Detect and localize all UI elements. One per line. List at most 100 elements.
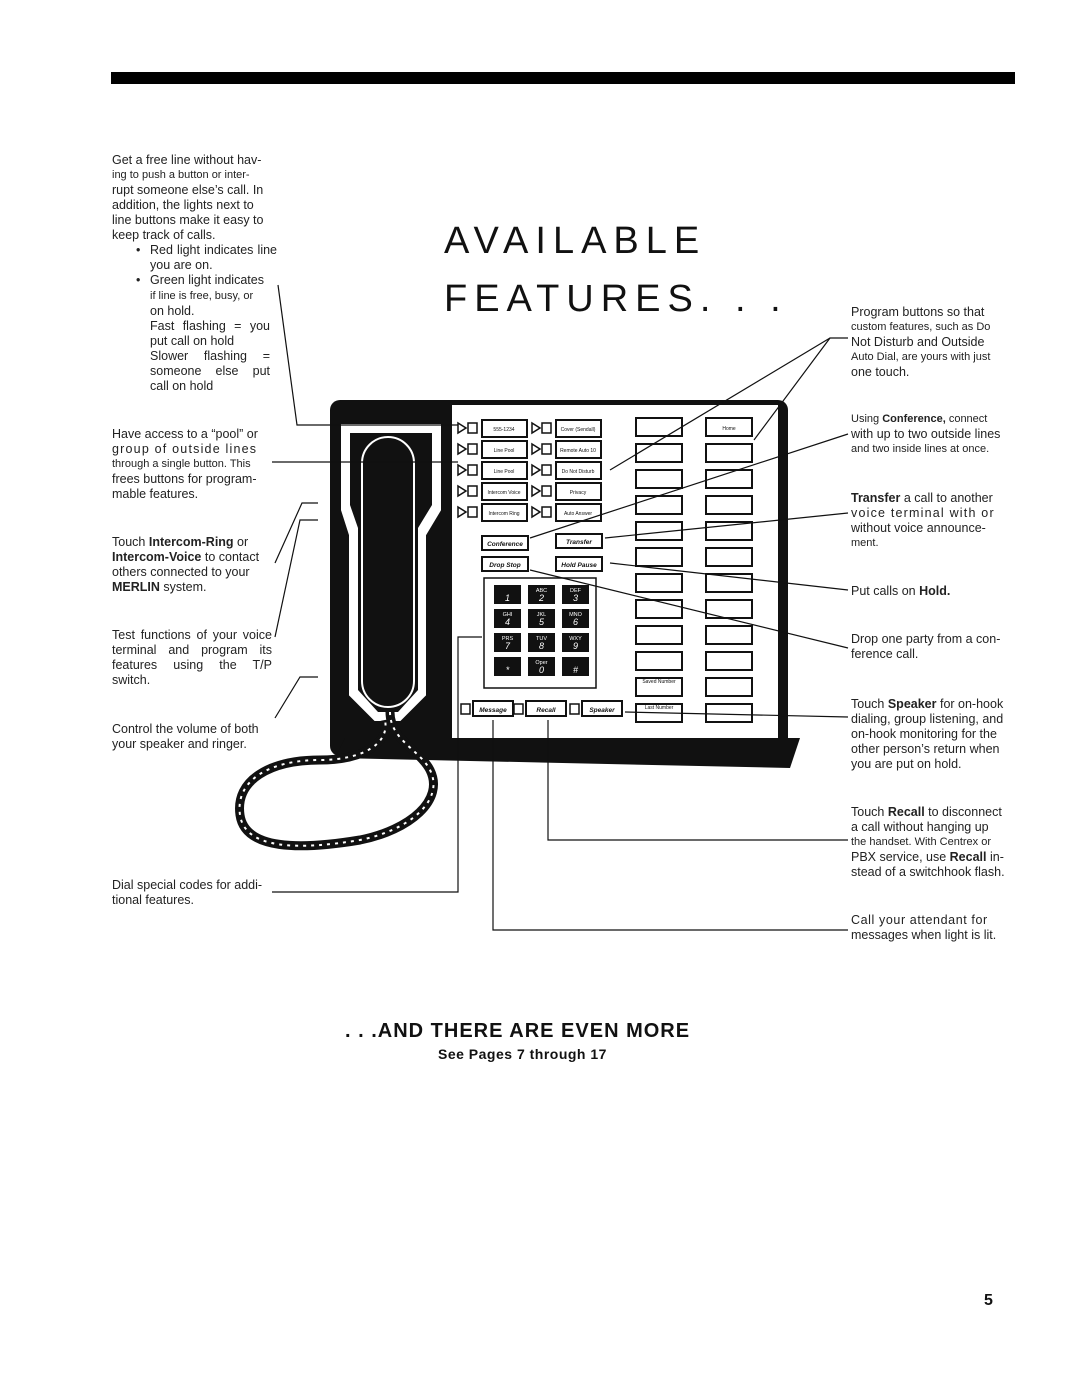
- programmable-button[interactable]: [635, 625, 683, 645]
- keypad-key[interactable]: [528, 585, 555, 604]
- message-button-label: Message: [479, 707, 507, 714]
- text-part: in-: [986, 850, 1004, 864]
- lamp-green-icon: [467, 422, 478, 434]
- text-line: on hold.: [150, 304, 195, 318]
- last-number-label: Last Number: [645, 705, 674, 711]
- text-recall: Recall: [887, 805, 925, 819]
- programmable-button[interactable]: [705, 651, 753, 671]
- keypad-key-letters: GHI: [503, 612, 513, 618]
- note-free-line: Get a free line without hav- ing to push…: [112, 153, 277, 394]
- text-part: a call to another: [900, 491, 993, 505]
- feature-button[interactable]: [555, 482, 602, 501]
- keypad-key-letters: PRS: [502, 636, 514, 642]
- keypad-key[interactable]: [562, 657, 589, 676]
- line-button[interactable]: [481, 440, 528, 459]
- text-line: a call without hanging up: [851, 820, 989, 834]
- programmable-button[interactable]: [635, 651, 683, 671]
- keypad-key[interactable]: [528, 609, 555, 628]
- lamp-red-icon: [457, 463, 468, 477]
- lamp-icon: [513, 703, 524, 715]
- keypad-key-letters: WXY: [569, 636, 582, 642]
- even-more-heading: . . .AND THERE ARE EVEN MORE: [345, 1020, 691, 1042]
- text-line: stead of a switchhook flash.: [851, 865, 1005, 879]
- keypad-key[interactable]: [528, 657, 555, 676]
- text-fast-flashing: Fast flashing = you put call on hold: [150, 319, 270, 348]
- programmable-button[interactable]: [635, 495, 683, 515]
- text-line: custom features, such as Do: [851, 321, 991, 333]
- keypad-key[interactable]: [562, 609, 589, 628]
- speaker-button[interactable]: [581, 700, 623, 717]
- keypad-key-digit: 8: [539, 641, 544, 651]
- text-part: Touch: [851, 805, 888, 819]
- line-button[interactable]: [481, 419, 528, 438]
- programmable-button[interactable]: [635, 469, 683, 489]
- keypad-key[interactable]: [562, 633, 589, 652]
- line-button-label: Intercom Voice: [487, 490, 520, 496]
- drop-button-label: Drop Stop: [489, 562, 520, 569]
- programmable-button[interactable]: [705, 625, 753, 645]
- line-button-label: 555-1234: [493, 427, 514, 433]
- saved-number-label: Saved Number: [642, 679, 676, 685]
- drop-button[interactable]: [481, 556, 529, 572]
- programmable-button[interactable]: [635, 443, 683, 463]
- line-button[interactable]: [481, 461, 528, 480]
- programmable-button[interactable]: [705, 547, 753, 567]
- programmable-button[interactable]: [635, 521, 683, 541]
- programmable-button[interactable]: [635, 547, 683, 567]
- programmable-button[interactable]: [705, 677, 753, 697]
- feature-button[interactable]: [555, 503, 602, 522]
- feature-button[interactable]: [555, 440, 602, 459]
- transfer-button[interactable]: [555, 533, 603, 549]
- feature-button[interactable]: [555, 419, 602, 438]
- lamp-icon: [569, 703, 580, 715]
- text-line: with up to two outside lines: [851, 427, 1001, 441]
- text-line: Green light indicates: [150, 273, 264, 287]
- feature-button[interactable]: [555, 461, 602, 480]
- text-intercom-ring: Intercom-Ring: [148, 535, 234, 549]
- programmable-button[interactable]: [705, 703, 753, 723]
- lamp-red-icon: [457, 505, 468, 519]
- programmable-button[interactable]: [705, 573, 753, 593]
- conference-button[interactable]: [481, 535, 529, 551]
- programmable-button[interactable]: [635, 599, 683, 619]
- recall-button[interactable]: [525, 700, 567, 717]
- keypad-key[interactable]: [494, 633, 521, 652]
- lamp-red-icon: [531, 421, 542, 435]
- note-message: Call your attendant for messages when li…: [851, 913, 1011, 943]
- message-button[interactable]: [472, 700, 514, 717]
- keypad-key[interactable]: [494, 657, 521, 676]
- hold-button[interactable]: [555, 556, 603, 572]
- lamp-red-icon: [531, 505, 542, 519]
- text-line: ference call.: [851, 647, 919, 661]
- line-button[interactable]: [481, 503, 528, 522]
- text-conference: Conference,: [882, 413, 946, 425]
- programmable-button[interactable]: [635, 677, 683, 697]
- text-line: other person’s return when: [851, 742, 1000, 756]
- lamp-green-icon: [541, 506, 552, 518]
- text-part: to disconnect: [924, 805, 1002, 819]
- lamp-red-icon: [457, 442, 468, 456]
- programmable-button[interactable]: [705, 599, 753, 619]
- keypad-key[interactable]: [494, 609, 521, 628]
- keypad-key-digit: 1: [505, 593, 510, 603]
- note-dial: Dial special codes for addi- tional feat…: [112, 878, 263, 907]
- text-line: one touch.: [851, 365, 910, 379]
- programmable-button[interactable]: [635, 573, 683, 593]
- text-line: without voice announce-: [851, 521, 986, 535]
- programmable-button[interactable]: [705, 469, 753, 489]
- recall-button-label: Recall: [536, 707, 555, 714]
- keypad-key[interactable]: [494, 585, 521, 604]
- keypad-key[interactable]: [528, 633, 555, 652]
- text-part: Using: [851, 413, 883, 425]
- keypad-key[interactable]: [562, 585, 589, 604]
- programmable-button[interactable]: [705, 495, 753, 515]
- programmable-button[interactable]: [705, 443, 753, 463]
- line-button[interactable]: [481, 482, 528, 501]
- keypad-key-digit: 4: [505, 617, 510, 627]
- line-button-label: Intercom Ring: [488, 511, 519, 517]
- keypad-key-digit: 5: [539, 617, 545, 627]
- programmable-button[interactable]: [635, 417, 683, 437]
- keypad-key-letters: Oper: [535, 660, 547, 666]
- programmable-button[interactable]: [705, 417, 753, 437]
- title-features: FEATURES. . .: [444, 278, 788, 320]
